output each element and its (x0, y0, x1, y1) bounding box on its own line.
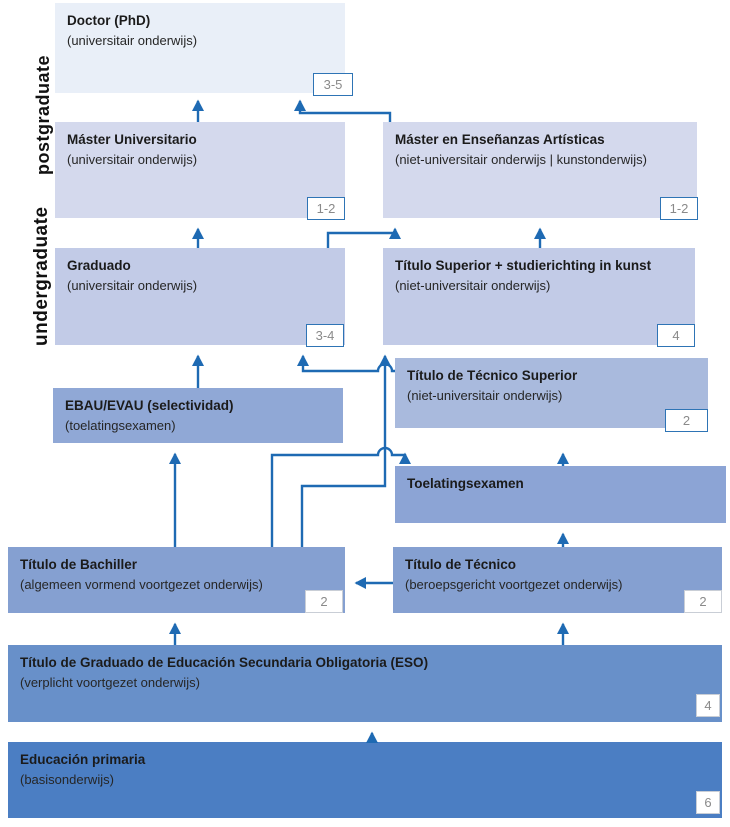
box-graduado: Graduado (universitair onderwijs) 3-4 (55, 248, 345, 347)
box-subtitle: (verplicht voortgezet onderwijs) (20, 675, 200, 690)
box-subtitle: (basisonderwijs) (20, 772, 114, 787)
box-subtitle: (toelatingsexamen) (65, 418, 176, 433)
box-master-ensenanzas-artisticas: Máster en Enseñanzas Artísticas (niet-un… (383, 122, 698, 220)
box-title: Título de Bachiller (20, 557, 138, 572)
box-title: Título de Técnico (405, 557, 517, 572)
box-title: EBAU/EVAU (selectividad) (65, 398, 234, 413)
box-subtitle: (niet-universitair onderwijs | kunstonde… (395, 152, 647, 167)
duration-badge: 4 (657, 324, 695, 347)
box-title: Máster Universitario (67, 132, 197, 147)
box-title: Doctor (PhD) (67, 13, 151, 28)
box-title: Título Superior + studierichting in kuns… (395, 258, 652, 273)
arrow-bachiller-to-tecnico-superior (270, 446, 411, 547)
box-title: Graduado (67, 258, 131, 273)
duration-badge: 1-2 (660, 197, 698, 220)
box-subtitle: (niet-universitair onderwijs) (407, 388, 563, 403)
undergraduate-label: undergraduate (31, 206, 52, 346)
box-subtitle: (universitair onderwijs) (67, 33, 198, 48)
box-doctor-phd: Doctor (PhD) (universitair onderwijs) 3-… (55, 3, 353, 96)
duration-badge: 2 (665, 409, 708, 432)
box-title: Toelatingsexamen (407, 476, 524, 491)
postgraduate-label: postgraduate (33, 54, 53, 175)
arrow-graduado-to-master-ensenanzas (326, 227, 401, 248)
box-title: Educación primaria (20, 752, 146, 767)
duration-badge: 3-4 (306, 324, 344, 347)
arrow-bachiller-to-titulo-superior (300, 354, 391, 547)
box-titulo-de-tecnico: Título de Técnico (beroepsgericht voortg… (393, 547, 722, 613)
duration-badge: 2 (305, 590, 343, 613)
box-titulo-de-bachiller: Título de Bachiller (algemeen vormend vo… (8, 547, 345, 613)
arrow-master-ensenanzas-to-doctor (294, 99, 392, 122)
box-title: Máster en Enseñanzas Artísticas (395, 132, 605, 147)
box-educacion-primaria: Educación primaria (basisonderwijs) 6 (8, 742, 722, 818)
duration-badge: 2 (684, 590, 722, 613)
duration-badge: 4 (696, 694, 720, 717)
box-subtitle: (algemeen vormend voortgezet onderwijs) (20, 577, 263, 592)
box-subtitle: (universitair onderwijs) (67, 152, 198, 167)
box-toelatingsexamen: Toelatingsexamen (395, 466, 726, 523)
box-titulo-tecnico-superior: Título de Técnico Superior (niet-univers… (395, 358, 708, 432)
duration-badge: 6 (696, 791, 720, 814)
box-subtitle: (niet-universitair onderwijs) (395, 278, 551, 293)
box-eso: Título de Graduado de Educación Secundar… (8, 645, 722, 722)
box-title: Título de Graduado de Educación Secundar… (20, 655, 429, 670)
duration-badge: 1-2 (307, 197, 345, 220)
arrow-tecnico-superior-to-graduado (297, 354, 395, 373)
duration-badge: 3-5 (313, 73, 353, 96)
box-master-universitario: Máster Universitario (universitair onder… (55, 122, 345, 220)
box-subtitle: (universitair onderwijs) (67, 278, 198, 293)
box-titulo-superior-kunst: Título Superior + studierichting in kuns… (383, 248, 695, 347)
box-title: Título de Técnico Superior (407, 368, 578, 383)
box-subtitle: (beroepsgericht voortgezet onderwijs) (405, 577, 623, 592)
box-ebau-evau: EBAU/EVAU (selectividad) (toelatingsexam… (53, 388, 343, 443)
